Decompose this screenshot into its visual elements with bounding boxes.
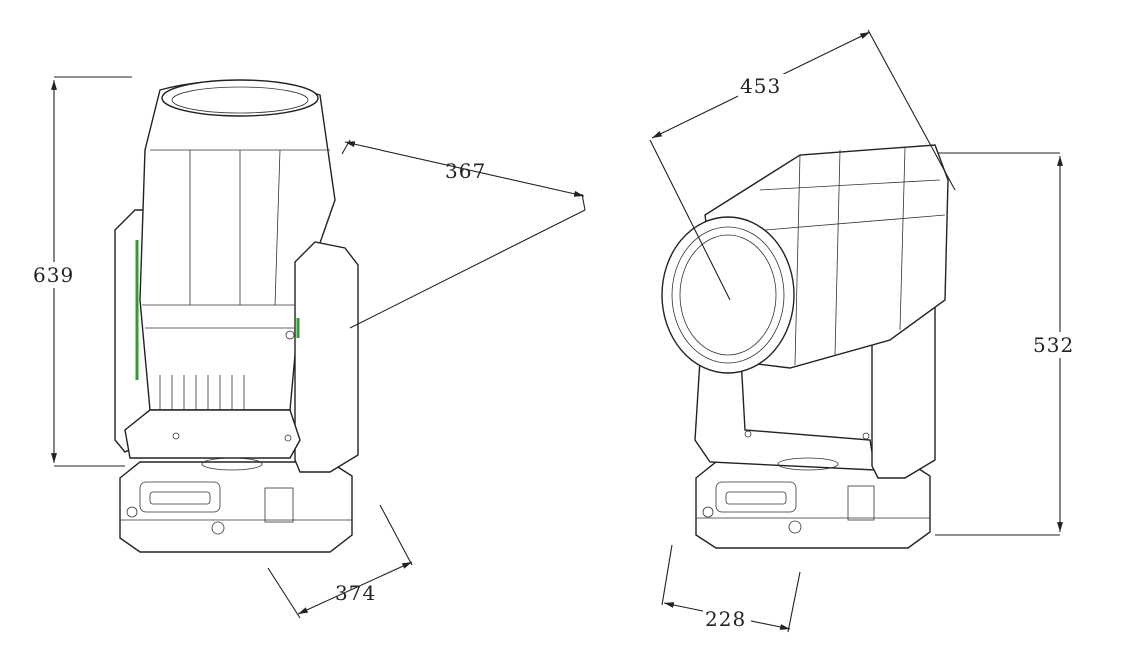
dimension-right-width: 228 bbox=[661, 544, 801, 633]
dimension-left-width: 374 bbox=[267, 504, 413, 619]
vent-fins bbox=[159, 375, 245, 416]
dimension-label-532: 532 bbox=[1033, 333, 1074, 357]
dimension-left-depth: 367 bbox=[341, 139, 586, 329]
left-moving-head-fixture bbox=[114, 79, 359, 553]
dimension-label-639: 639 bbox=[33, 263, 74, 287]
dimension-label-228: 228 bbox=[705, 607, 746, 631]
dimension-right-height: 532 bbox=[935, 152, 1084, 536]
dimension-right-diagonal: 453 bbox=[649, 29, 956, 301]
dimension-left-height: 639 bbox=[30, 76, 132, 467]
right-moving-head-fixture bbox=[661, 144, 949, 549]
dimension-label-367: 367 bbox=[445, 159, 486, 183]
dimension-label-374: 374 bbox=[335, 581, 376, 605]
dimension-label-453: 453 bbox=[740, 74, 781, 98]
